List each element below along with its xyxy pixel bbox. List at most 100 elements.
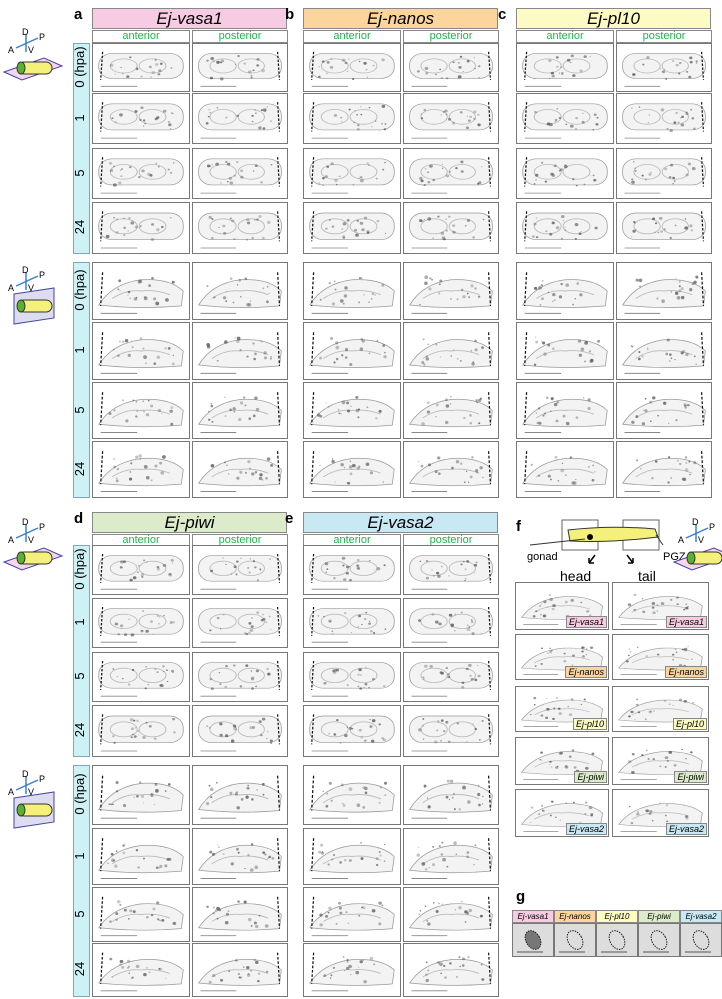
section-image [516,322,614,380]
time-label: 5 [72,909,87,918]
section-image [192,943,288,997]
column-header-posterior: posterior [616,30,712,43]
section-image [516,43,614,92]
section-image [92,705,190,757]
time-label: 5 [72,405,87,414]
section-image [303,943,401,997]
head-label: head [560,568,592,584]
section-image [403,765,499,825]
section-image [616,93,712,144]
gene-header: Ej-vasa1 [92,8,287,29]
column-header-posterior: posterior [403,30,499,43]
panel-label: c [498,6,507,23]
gonad-section-image: Ej-vasa1 [515,582,609,630]
section-image [616,262,712,320]
gonad-section-image: Ej-piwi [612,737,709,785]
section-image [616,148,712,199]
panel-label: b [285,6,295,23]
section-image [192,765,288,825]
section-image [92,598,190,648]
section-image [92,828,190,885]
gonad-section-image: Ej-pl10 [612,686,709,732]
time-label: 0 (hpa) [72,269,87,311]
section-image [516,441,614,498]
section-image [403,322,499,380]
gonad-closeup-image [638,923,680,957]
gene-header: Ej-piwi [92,512,287,533]
gonad-closeup-image [680,923,722,957]
gonad-closeup-image [596,923,638,957]
section-image [303,93,401,144]
svg-text:P: P [39,774,45,784]
time-axis-bar [73,262,90,498]
gene-tag: Ej-piwi [638,910,680,923]
section-image [92,148,190,199]
gene-tag: Ej-vasa1 [512,910,554,923]
column-header-anterior: anterior [303,30,401,43]
worm-schematic [529,515,670,575]
svg-text:D: D [22,518,29,527]
section-image [192,382,288,439]
section-image [192,43,288,92]
section-image [192,441,288,498]
section-image [516,262,614,320]
section-image [403,652,499,702]
panel-label: g [516,888,526,905]
svg-text:V: V [28,283,34,293]
svg-text:D: D [22,28,29,37]
section-image [92,93,190,144]
gene-tag: Ej-vasa2 [665,823,707,835]
gene-tag: Ej-nanos [665,666,707,678]
gene-tag: Ej-pl10 [672,718,707,730]
section-image [192,598,288,648]
section-image [403,598,499,648]
time-label: 24 [72,461,87,476]
section-image [192,705,288,757]
gonad-section-image: Ej-piwi [515,737,609,785]
gonad-closeup-image [554,923,596,957]
section-image [192,322,288,380]
svg-text:A: A [8,45,14,55]
section-image [92,262,190,320]
section-image [303,322,401,380]
panel-label: d [74,510,84,527]
time-label: 1 [72,851,87,860]
panel-label: a [74,6,83,23]
time-axis-bar [73,545,90,757]
time-label: 5 [72,672,87,680]
section-image [403,441,499,498]
time-axis-bar [73,43,90,254]
section-image [92,202,190,254]
section-image [616,43,712,92]
gene-tag: Ej-piwi [574,771,607,783]
svg-text:P: P [39,270,45,280]
section-image [403,93,499,144]
section-image [303,148,401,199]
time-label: 5 [72,168,87,177]
section-image [192,202,288,254]
column-header-posterior: posterior [192,30,288,43]
section-image [303,828,401,885]
section-image [403,828,499,885]
gene-tag: Ej-piwi [674,771,707,783]
column-header-anterior: anterior [92,30,190,43]
gonad-label: gonad [527,551,558,563]
time-label: 24 [72,961,87,977]
section-image [303,705,401,757]
gonad-closeup-image [512,923,554,957]
section-image [303,887,401,942]
section-image [403,148,499,199]
section-image [92,652,190,702]
svg-text:D: D [22,266,29,275]
section-image [192,887,288,942]
tail-label: tail [638,568,656,584]
section-image [303,43,401,92]
time-label: 24 [72,219,87,235]
svg-text:P: P [709,522,715,532]
svg-text:P: P [39,522,45,532]
gonad-section-image: Ej-nanos [515,634,609,680]
section-image [516,382,614,439]
section-image [92,887,190,942]
